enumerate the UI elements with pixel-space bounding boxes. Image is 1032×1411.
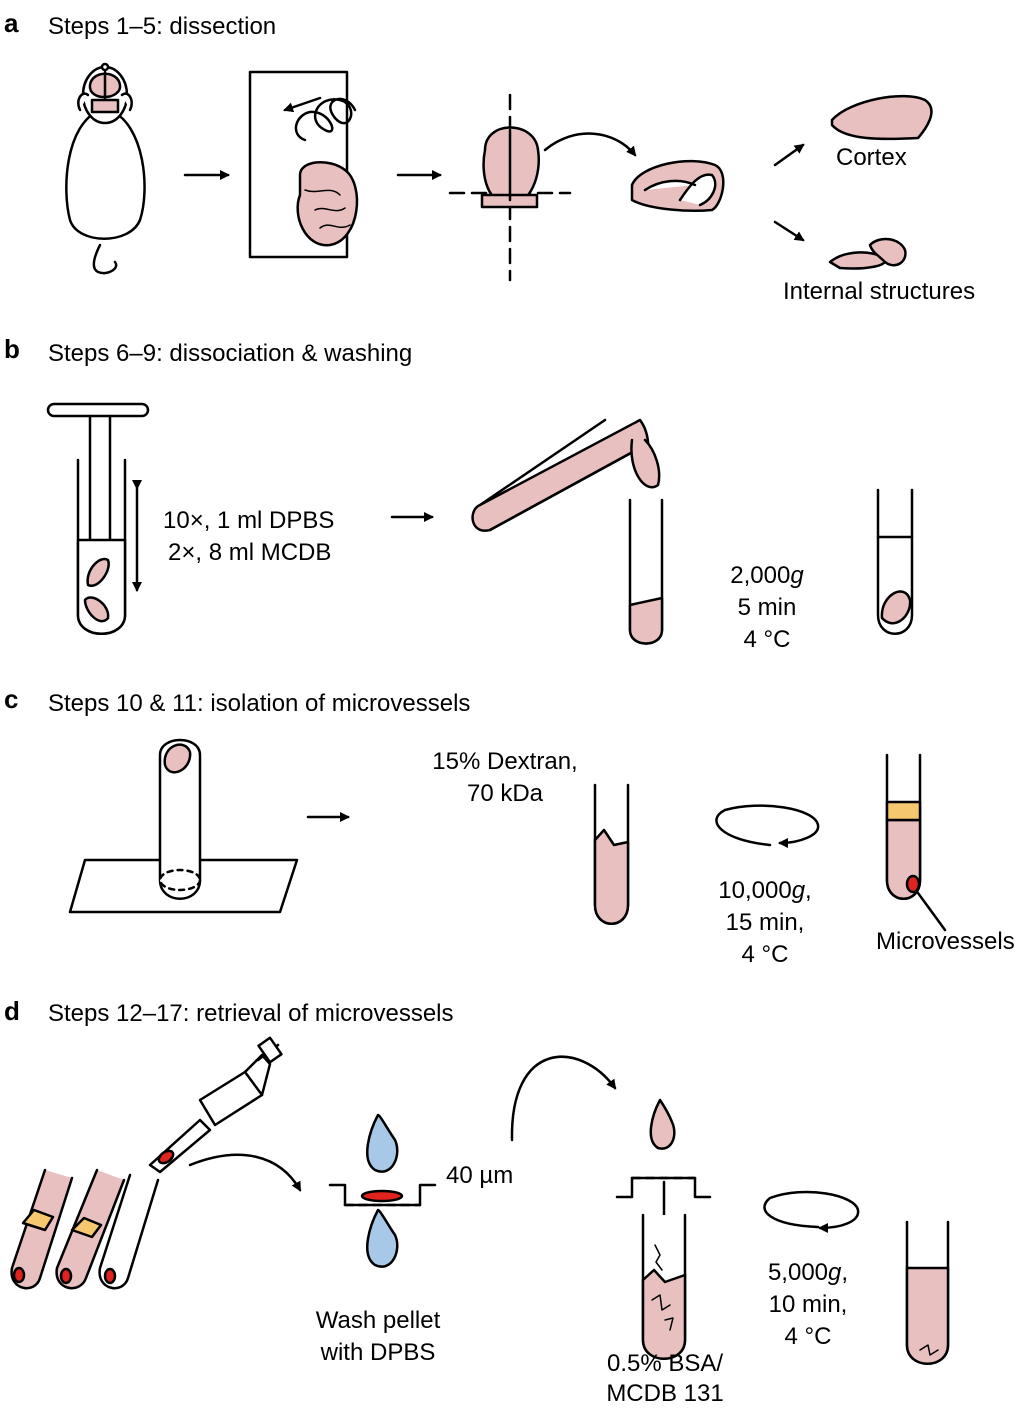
microvessel-tube-icon xyxy=(885,753,947,932)
spin-time-d: 10 min, xyxy=(768,1291,848,1318)
dextran-tube-icon xyxy=(593,783,630,925)
dextran-label-2: 70 kDa xyxy=(466,780,544,807)
curved-arrow-d1 xyxy=(188,1153,302,1192)
filter-wash-icon xyxy=(328,1113,437,1268)
curved-arrow-d2 xyxy=(510,1055,617,1142)
spin-force-b-value: 2,000 xyxy=(730,562,791,589)
microvessels-label: Microvessels xyxy=(876,928,1015,955)
spin-temp-b: 4 °C xyxy=(743,626,791,653)
panel-letter-c: c xyxy=(4,684,19,714)
spin-time-b: 5 min xyxy=(737,594,797,621)
filtration-tube-icon xyxy=(615,1098,712,1360)
cortex-label: Cortex xyxy=(836,144,907,171)
panel-letter-d: d xyxy=(4,996,20,1026)
spin-force-c: 10,000g, xyxy=(718,877,812,904)
panel-title-a: Steps 1–5: dissection xyxy=(48,13,277,40)
spin-force-d: 5,000g, xyxy=(767,1259,849,1286)
cortex-shape xyxy=(830,94,933,141)
brain-cut-icon xyxy=(448,93,572,282)
wash-dpbs-label: 10×, 1 ml DPBS xyxy=(163,507,335,534)
spin-force-c-value: 10,000 xyxy=(718,877,792,904)
centrifuge-arrow-d xyxy=(763,1190,860,1233)
pellet-tube-b-icon xyxy=(876,488,914,635)
panel-letter-a: a xyxy=(4,8,19,38)
mouse-icon xyxy=(65,62,146,275)
internal-structures-label: Internal structures xyxy=(783,278,976,305)
filter-size-label: 40 µm xyxy=(446,1162,514,1189)
spin-force-b: 2,000g xyxy=(730,562,804,589)
brain-hemisphere-icon xyxy=(630,159,725,212)
centrifuge-arrow-c xyxy=(715,804,820,848)
wash-mcdb-label: 2×, 8 ml MCDB xyxy=(168,539,332,566)
panel-title-d: Steps 12–17: retrieval of microvessels xyxy=(48,1000,454,1027)
three-tubes-icon xyxy=(10,1168,160,1290)
panel-title-b: Steps 6–9: dissociation & washing xyxy=(48,340,413,367)
panel-letter-b: b xyxy=(4,334,20,364)
plunger-tube-icon xyxy=(46,402,150,635)
arrow-a4 xyxy=(773,220,805,242)
wash-pellet-label-2: with DPBS xyxy=(320,1339,436,1366)
bsa-label-2: MCDB 131 xyxy=(606,1380,724,1407)
wash-pellet-label-1: Wash pellet xyxy=(315,1307,441,1334)
pipette-icon xyxy=(148,1036,283,1174)
final-tube-icon xyxy=(905,1220,950,1365)
internal-structures-shape xyxy=(828,237,907,270)
curved-arrow-a xyxy=(543,132,637,157)
bsa-label-1: 0.5% BSA/ xyxy=(606,1350,724,1377)
spin-temp-c: 4 °C xyxy=(741,941,789,968)
pouring-tube-icon xyxy=(471,418,664,645)
spin-temp-d: 4 °C xyxy=(784,1323,832,1350)
arrow-a3 xyxy=(773,143,805,167)
spin-force-d-value: 5,000 xyxy=(767,1259,829,1286)
dissection-board-icon xyxy=(248,70,359,259)
slide-with-tube-icon xyxy=(68,738,299,914)
panel-title-c: Steps 10 & 11: isolation of microvessels xyxy=(48,690,471,717)
dextran-label-1: 15% Dextran, xyxy=(432,748,578,775)
spin-time-c: 15 min, xyxy=(725,909,805,936)
